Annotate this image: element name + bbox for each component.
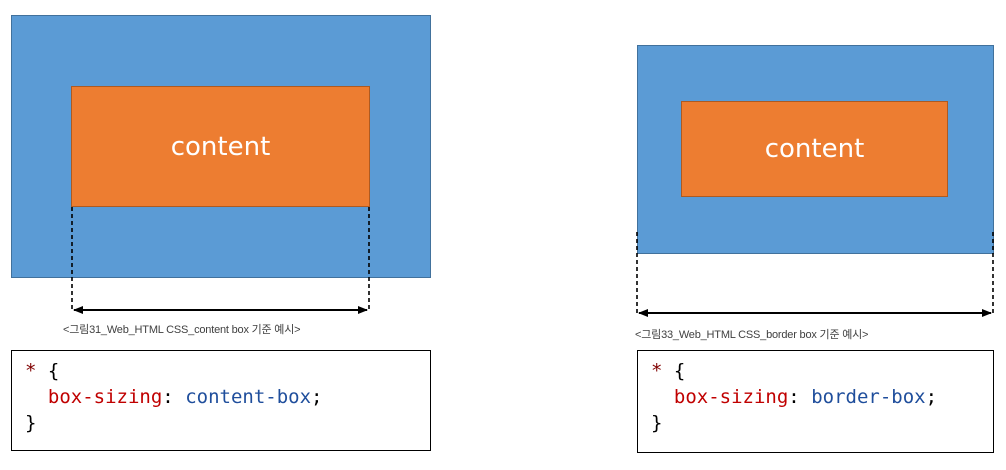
border-box-content-area: content [681,101,948,197]
code-value: content-box [185,386,312,408]
code-line-declaration: box-sizing: border-box; [651,384,993,410]
content-box-content-label: content [170,131,271,162]
code-open-brace: { [47,360,60,382]
code-open-brace: { [673,360,686,382]
code-property: box-sizing [673,386,789,408]
code-line-close: } [25,410,430,436]
code-semicolon: ; [925,386,938,408]
code-line-declaration: box-sizing: content-box; [25,384,430,410]
border-box-content-label: content [764,134,865,164]
border-box-code-block: * { box-sizing: border-box; } [637,350,994,453]
code-line-close: } [651,410,993,436]
code-close-brace: } [25,412,37,434]
content-box-code-block: * { box-sizing: content-box; } [11,350,431,451]
code-property: box-sizing [47,386,163,408]
code-line-selector: * { [25,358,430,384]
code-colon: : [162,386,174,408]
code-colon: : [788,386,800,408]
code-line-selector: * { [651,358,993,384]
border-box-figure-caption: <그림33_Web_HTML CSS_border box 기준 예시> [635,329,869,341]
code-selector: * [651,360,663,382]
code-value: border-box [811,386,926,408]
code-semicolon: ; [311,386,323,408]
content-box-figure-caption: <그림31_Web_HTML CSS_content box 기준 예시> [63,324,301,336]
content-box-content-area: content [71,86,370,207]
code-close-brace: } [651,412,663,434]
code-selector: * [25,360,37,382]
